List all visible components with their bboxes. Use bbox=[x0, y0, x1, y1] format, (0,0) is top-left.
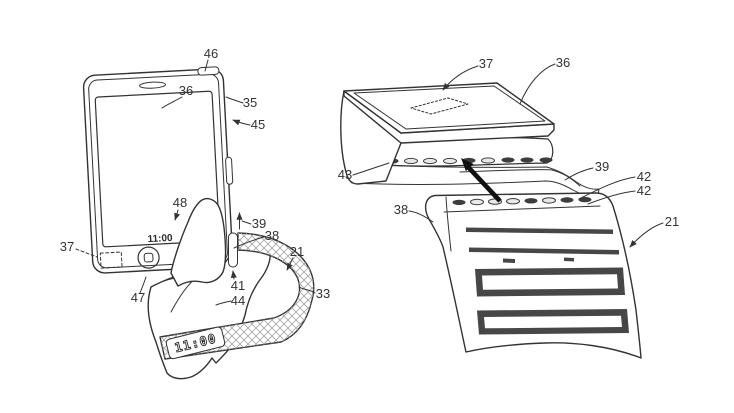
ref-label-42b: 42 bbox=[637, 183, 651, 198]
band-sheet-curl-line bbox=[445, 196, 452, 252]
ref-label-43: 43 bbox=[338, 167, 352, 182]
attach-direction-arrow bbox=[461, 158, 502, 203]
ref-label-33: 33 bbox=[316, 286, 330, 301]
side-button bbox=[225, 156, 234, 185]
trace-frame-1-inner bbox=[482, 274, 618, 290]
phone-rim bbox=[88, 73, 228, 269]
trace-dash-1 bbox=[503, 258, 515, 263]
ref-label-44: 44 bbox=[231, 293, 245, 308]
band-sheet-contacts bbox=[452, 196, 592, 206]
module-lip-inner-line bbox=[459, 169, 581, 187]
leader-45 bbox=[232, 119, 251, 126]
leader-36-right bbox=[519, 63, 556, 105]
leader-21-left bbox=[286, 257, 294, 271]
ref-label-39-right: 39 bbox=[595, 159, 609, 174]
trace-frame-2-inner bbox=[484, 315, 622, 329]
ref-label-21-left: 21 bbox=[290, 244, 304, 259]
thumb bbox=[170, 197, 227, 287]
band-attachment-slot bbox=[228, 232, 238, 268]
ref-label-45: 45 bbox=[251, 117, 265, 132]
leader-37-right bbox=[442, 65, 479, 91]
trace-strip-2 bbox=[469, 247, 619, 255]
handheld-device-with-band-view: 11:00 11:00 46 bbox=[60, 46, 330, 380]
ref-label-48: 48 bbox=[173, 195, 187, 210]
phone-screen bbox=[94, 90, 221, 248]
leader-21-right bbox=[629, 222, 664, 248]
ref-label-37-left: 37 bbox=[60, 239, 74, 254]
home-button bbox=[137, 246, 160, 269]
ref-label-36-right: 36 bbox=[556, 55, 570, 70]
leader-42a bbox=[578, 176, 636, 200]
home-button-glyph bbox=[143, 252, 154, 263]
leader-42b bbox=[587, 190, 636, 205]
leader-39-left bbox=[241, 220, 252, 225]
ref-label-38-right: 38 bbox=[394, 202, 408, 217]
leader-37-left bbox=[75, 248, 98, 258]
ref-label-36-left: 36 bbox=[179, 83, 193, 98]
trace-strip-1 bbox=[466, 227, 613, 234]
leader-44 bbox=[215, 300, 232, 306]
leader-36 bbox=[161, 96, 183, 109]
leader-33 bbox=[298, 286, 316, 294]
leader-38-right bbox=[408, 210, 434, 223]
wristband-display-window bbox=[165, 326, 226, 360]
sensor-region-outline bbox=[99, 251, 123, 269]
ref-label-41: 41 bbox=[231, 278, 245, 293]
leader-48 bbox=[174, 209, 180, 221]
ref-label-47: 47 bbox=[131, 290, 145, 305]
ref-label-39-left: 39 bbox=[252, 216, 266, 231]
ref-label-35: 35 bbox=[243, 95, 257, 110]
module-contacts bbox=[385, 157, 553, 165]
leader-39-right bbox=[564, 167, 594, 181]
leader-38-left bbox=[233, 236, 265, 249]
power-button bbox=[197, 66, 220, 76]
sensor-region-detail-outline bbox=[410, 97, 469, 115]
leader-43 bbox=[352, 162, 390, 176]
leader-46 bbox=[204, 59, 209, 72]
ref-label-21-right: 21 bbox=[665, 214, 679, 229]
trace-dash-2 bbox=[564, 257, 574, 262]
band-attachment-detail-view: 37 36 43 39 42 42 21 38 bbox=[338, 55, 679, 359]
band-sheet-contact-rule bbox=[443, 205, 601, 213]
phone-screen-time: 11:00 bbox=[147, 233, 173, 245]
leader-47 bbox=[139, 276, 147, 294]
ref-label-46: 46 bbox=[204, 46, 218, 61]
leader-41 bbox=[230, 270, 237, 280]
module-end-cap bbox=[340, 90, 403, 185]
ref-label-37-right: 37 bbox=[479, 56, 493, 71]
ref-label-42a: 42 bbox=[637, 169, 651, 184]
leader-35 bbox=[225, 96, 244, 104]
band-loop-hatch bbox=[160, 233, 314, 359]
speaker-grille bbox=[139, 81, 167, 89]
ref-label-38-left: 38 bbox=[265, 228, 279, 243]
